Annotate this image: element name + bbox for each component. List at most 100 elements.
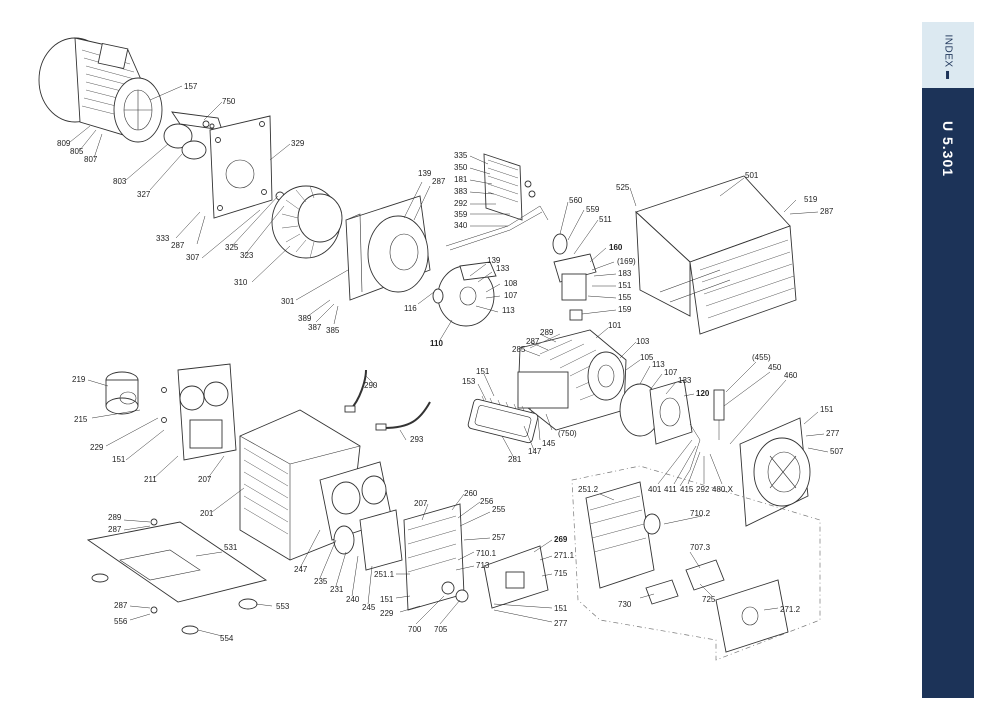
part-label: 153	[462, 377, 476, 386]
part-label: 725	[702, 595, 716, 604]
part-label: 323	[240, 251, 254, 260]
part-label: 231	[330, 585, 344, 594]
filter-cartridge	[105, 371, 139, 415]
top-cover	[635, 175, 797, 335]
part-label: 285	[512, 345, 526, 354]
model-label: U 5.301	[940, 120, 957, 178]
part-label: 240	[346, 595, 360, 604]
part-label: 245	[362, 603, 376, 612]
pump-body	[517, 329, 661, 437]
part-label: 120	[696, 389, 710, 398]
part-label: 151	[380, 595, 394, 604]
part-label: 710.1	[476, 549, 497, 558]
part-label: 207	[414, 499, 428, 508]
part-label: 289	[540, 328, 554, 337]
part-label: 287	[526, 337, 540, 346]
part-label: 809	[57, 139, 71, 148]
coupling	[163, 111, 223, 160]
part-label: 730	[618, 600, 632, 609]
part-label: (750)	[558, 429, 577, 438]
part-label: 211	[144, 475, 157, 484]
part-label: 113	[502, 306, 515, 315]
part-label: 553	[276, 602, 290, 611]
part-label: 287	[820, 207, 834, 216]
part-label: 151	[554, 604, 568, 613]
part-label: 260	[464, 489, 478, 498]
part-label: 450	[768, 363, 782, 372]
manifold	[445, 153, 549, 251]
part-label: 715	[554, 569, 568, 578]
flange-plate	[209, 115, 285, 219]
part-label: 160	[609, 243, 623, 252]
part-label: 385	[326, 326, 340, 335]
part-label: 559	[586, 205, 600, 214]
part-label: 108	[504, 279, 518, 288]
sensor	[679, 389, 725, 487]
part-label: 133	[496, 264, 510, 273]
part-label: 525	[616, 183, 630, 192]
part-label: 105	[640, 353, 654, 362]
part-label: 301	[281, 297, 295, 306]
part-label: 460	[784, 371, 798, 380]
part-label: 151	[476, 367, 490, 376]
part-label: 289	[108, 513, 122, 522]
part-label: 519	[804, 195, 818, 204]
part-label: 269	[554, 535, 568, 544]
sidebar: INDEX U 5.301	[922, 22, 974, 698]
part-label: 511	[599, 215, 612, 224]
part-label: 411	[664, 485, 677, 494]
part-label: 389	[298, 314, 312, 323]
fan-guard	[739, 417, 811, 527]
index-marker-icon	[946, 70, 950, 79]
part-label: 116	[404, 304, 417, 313]
end-cover	[161, 363, 237, 461]
part-label: 287	[432, 177, 446, 186]
part-label: 251.1	[374, 570, 395, 579]
fan-wheel	[271, 185, 343, 259]
part-label: 229	[90, 443, 104, 452]
part-label: 383	[454, 187, 468, 196]
part-label: 256	[480, 497, 494, 506]
part-label: (169)	[617, 257, 636, 266]
part-label: 287	[108, 525, 122, 534]
side-cover	[432, 261, 497, 327]
part-label: 107	[664, 368, 678, 377]
part-label: 350	[454, 163, 468, 172]
part-label: 219	[72, 375, 86, 384]
part-label: 333	[156, 234, 170, 243]
part-label: 277	[554, 619, 568, 628]
model-title: U 5.301	[922, 104, 974, 194]
part-label: 155	[618, 293, 632, 302]
part-label: (455)	[752, 353, 771, 362]
part-label: 700	[408, 625, 422, 634]
index-tab[interactable]: INDEX	[922, 22, 974, 88]
fan-housing	[345, 195, 431, 301]
part-label: 101	[608, 321, 622, 330]
part-label: 501	[745, 171, 759, 180]
exploded-parts-diagram: 157 750 809 805 807 803 327 329 333 287 …	[38, 37, 844, 661]
part-label: 159	[618, 305, 632, 314]
terminal-cover	[403, 503, 469, 611]
part-label: 807	[84, 155, 98, 164]
part-label: 750	[222, 97, 236, 106]
part-label: 145	[542, 439, 556, 448]
part-label: 229	[380, 609, 394, 618]
part-label: 271.2	[780, 605, 801, 614]
part-label: 255	[492, 505, 506, 514]
part-label: 803	[113, 177, 127, 186]
part-label: 113	[652, 360, 665, 369]
part-label: 335	[454, 151, 468, 160]
part-label: 554	[220, 634, 234, 643]
part-label: 292	[696, 485, 710, 494]
part-label: 707.3	[690, 543, 711, 552]
part-label: 215	[74, 415, 88, 424]
part-label: 281	[508, 455, 522, 464]
pump-chamber	[319, 461, 403, 571]
part-label: 705	[434, 625, 448, 634]
part-label: 307	[186, 253, 200, 262]
hoses	[344, 369, 431, 431]
part-label: 251.2	[578, 485, 599, 494]
part-label: 340	[454, 221, 468, 230]
part-label: 139	[487, 256, 501, 265]
